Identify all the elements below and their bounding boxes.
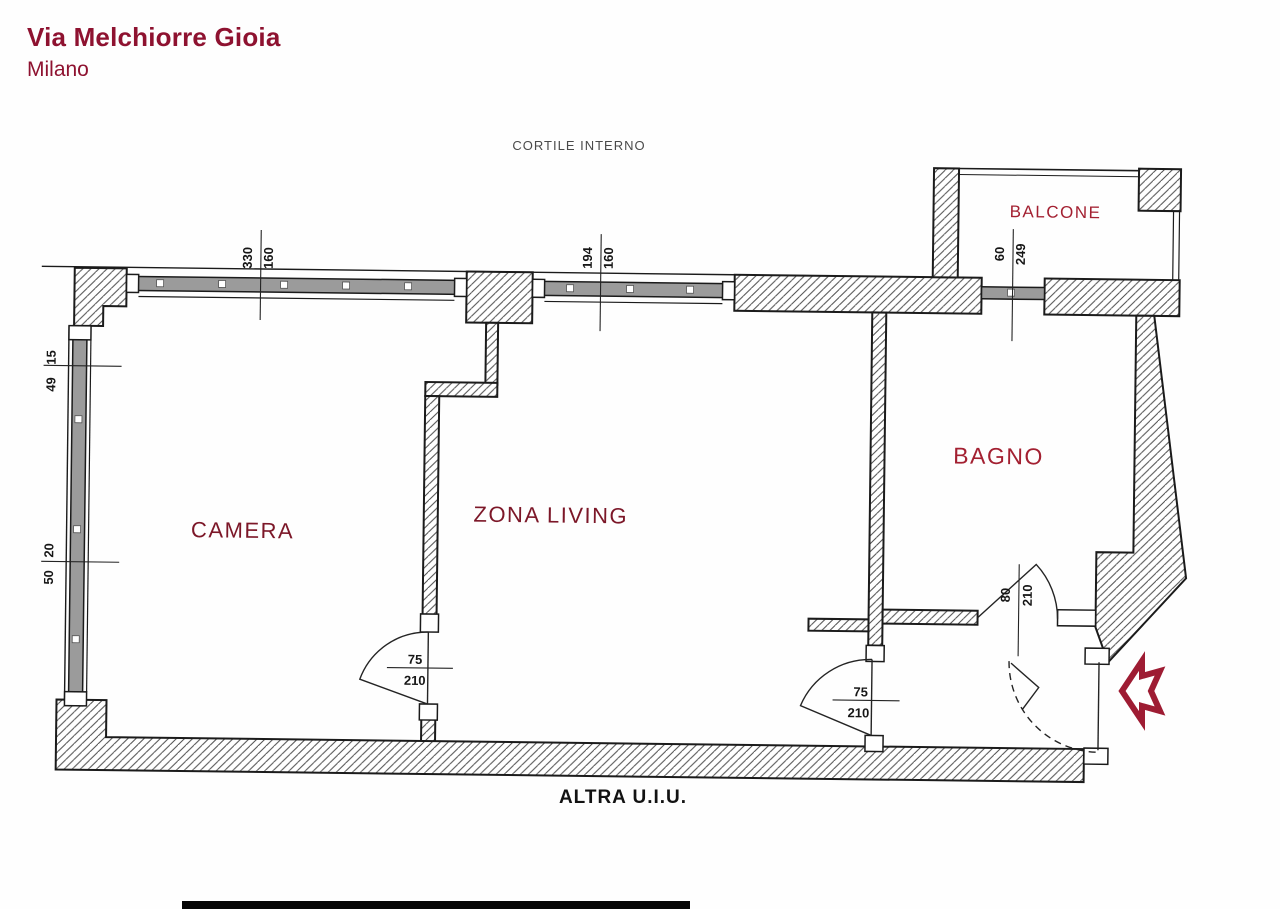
bottom-black-bar <box>182 901 690 909</box>
entrance-arrow-icon <box>1118 651 1166 731</box>
page-title: Via Melchiorre Gioia <box>27 22 281 52</box>
room-label-bagno: BAGNO <box>953 442 1044 469</box>
dim-window-balcone-width: 60 <box>992 247 1007 262</box>
dim-left-lower-b: 50 <box>41 570 56 585</box>
dim-left-upper-b: 49 <box>43 377 58 392</box>
doors <box>358 563 1100 753</box>
dim-window-balcone-height: 249 <box>1013 243 1028 265</box>
dim-window-camera-width: 330 <box>240 247 255 269</box>
label-cortile-interno: CORTILE INTERNO <box>512 138 645 153</box>
dim-window-camera-height: 160 <box>261 247 276 269</box>
dim-window-living-height: 160 <box>601 247 616 269</box>
page-subtitle: Milano <box>27 58 89 81</box>
windows <box>63 273 1110 766</box>
dim-door-bagno-height: 210 <box>1020 584 1035 606</box>
room-label-camera: CAMERA <box>191 517 294 543</box>
dim-door-camera-height: 210 <box>404 673 426 688</box>
wall-lines <box>41 167 1181 700</box>
plan-drawing: 330 160 194 160 60 249 80 210 75 210 75 … <box>41 167 1188 784</box>
dim-door-hall-width: 75 <box>853 684 868 699</box>
label-altra-uiu: ALTRA U.I.U. <box>559 787 687 808</box>
dim-left-lower-a: 20 <box>41 543 56 558</box>
dim-door-hall-height: 210 <box>847 705 869 720</box>
walls <box>54 167 1188 784</box>
dim-door-camera-width: 75 <box>408 652 423 667</box>
dim-left-upper-a: 15 <box>44 350 59 365</box>
dim-window-living-width: 194 <box>580 246 595 269</box>
room-label-zona-living: ZONA LIVING <box>473 502 628 529</box>
room-label-balcone: BALCONE <box>1010 202 1102 222</box>
dimensions: 330 160 194 160 60 249 80 210 75 210 75 … <box>41 229 1035 720</box>
dim-door-bagno-width: 80 <box>998 588 1013 603</box>
